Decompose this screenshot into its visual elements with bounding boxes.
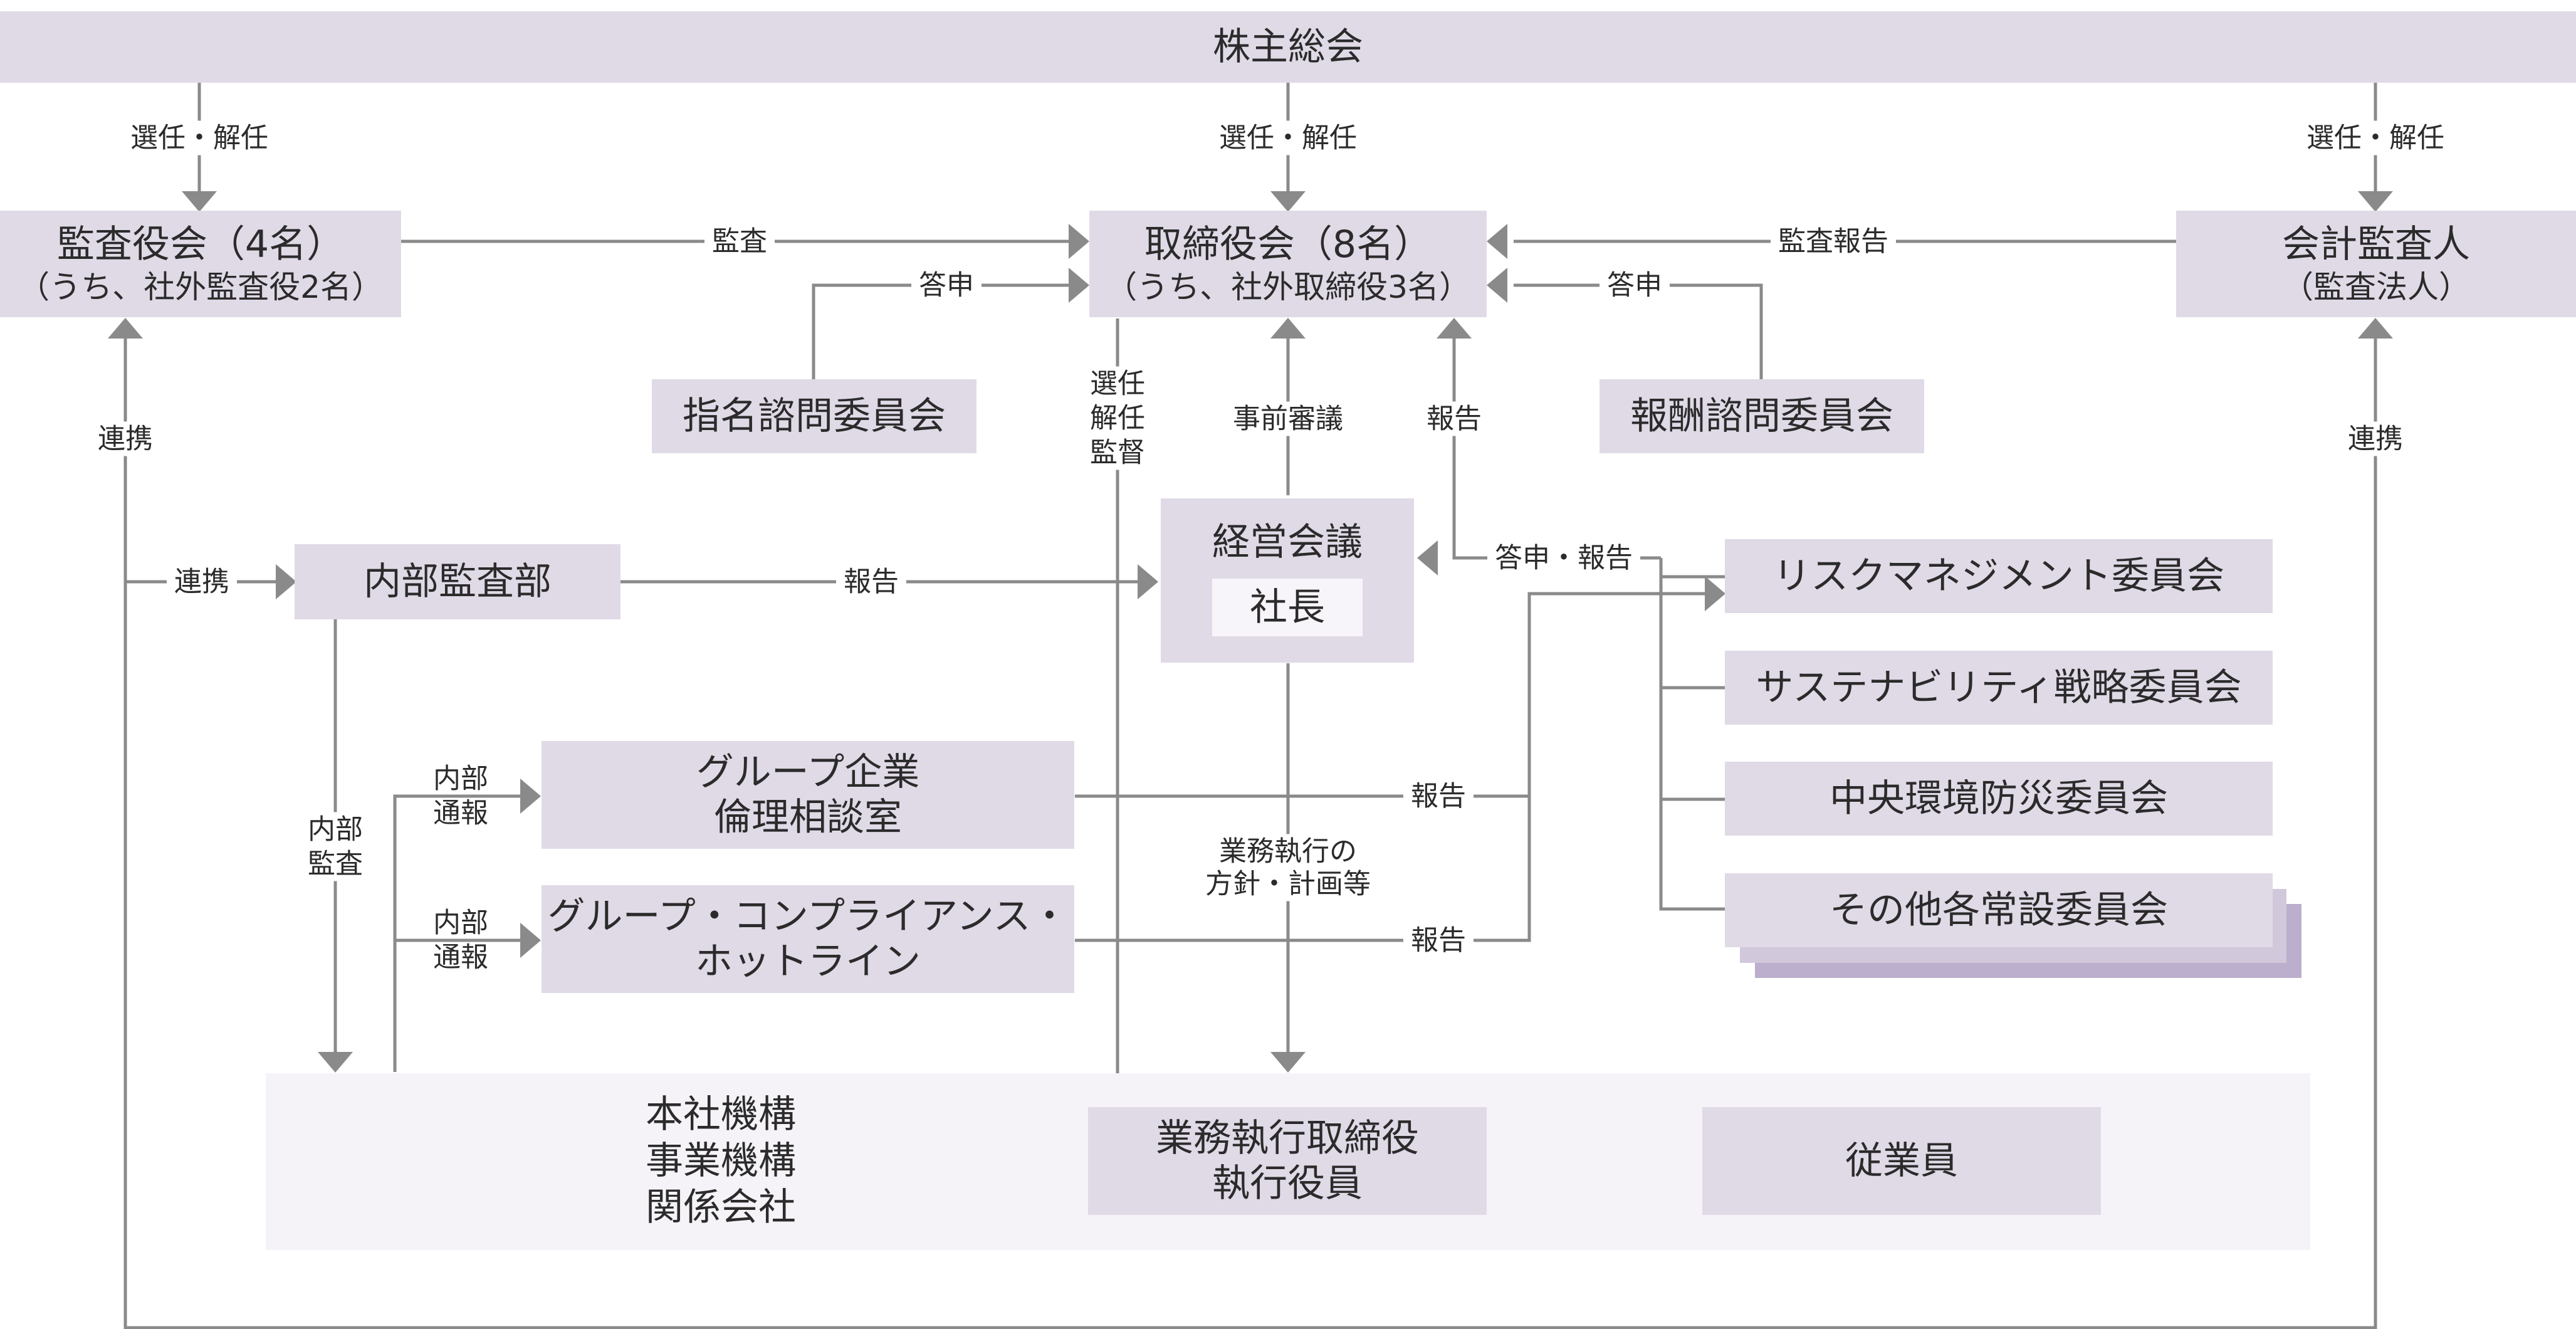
ethics-report-label: 報告 [1403,779,1474,814]
audit-label: 監査 [704,224,775,259]
hotline-report-label: 報告 [1403,923,1474,958]
executive-officers-line-2: 執行役員 [1212,1162,1363,1206]
shareholders-meeting-box: 株主総会 [0,11,2576,83]
executive-officers-box: 業務執行取締役 執行役員 [1088,1107,1487,1215]
internal-audit-label-1: 内部 [304,812,367,847]
accounting-auditor-box: 会計監査人 （監査法人） [2176,211,2576,317]
whistle-label-hotline-1: 内部 [433,906,488,939]
whistle-label-hotline-2: 通報 [433,941,488,974]
remuneration-committee-label: 報酬諮問委員会 [1630,394,1893,438]
audit-board-note: （うち、社外監査役2名） [18,269,383,305]
remuneration-recommend-label: 答申 [1600,268,1670,303]
elect-supervise-label-1: 選任 [1086,366,1149,401]
elect-supervise-label-2: 解任 [1086,401,1149,436]
president-box: 社長 [1212,579,1363,636]
management-meeting-box: 経営会議 社長 [1161,498,1414,663]
audit-board-box: 監査役会（4名） （うち、社外監査役2名） [0,211,401,317]
elect-dismiss-label-left: 選任・解任 [123,120,276,155]
org-business-units: 事業機構 [646,1139,796,1183]
executive-officers-line-1: 業務執行取締役 [1156,1116,1419,1160]
internal-audit-dept-box: 内部監査部 [295,544,620,619]
ethics-office-box: グループ企業 倫理相談室 [542,741,1074,849]
elect-dismiss-label-right: 選任・解任 [2299,120,2452,155]
internal-audit-label-2: 監査 [304,846,367,881]
remuneration-committee-box: 報酬諮問委員会 [1600,379,1924,453]
board-note: （うち、社外取締役3名） [1106,269,1470,305]
compliance-hotline-line-1: グループ・コンプライアンス・ [547,895,1069,938]
employees-label: 従業員 [1845,1139,1958,1183]
whistle-label-ethics-1: 内部 [433,762,488,795]
org-headquarters: 本社機構 [646,1093,796,1137]
board-name: 取締役会（8名） [1144,223,1432,266]
accounting-auditor-name: 会計監査人 [2282,223,2470,266]
accounting-auditor-note: （監査法人） [2282,269,2470,305]
sustainability-committee-label: サステナビリティ戦略委員会 [1756,666,2242,710]
org-affiliates: 関係会社 [646,1185,796,1229]
sustainability-committee-box: サステナビリティ戦略委員会 [1725,651,2273,725]
recommend-report-label: 答申・報告 [1487,540,1640,575]
audit-report-label: 監査報告 [1771,224,1896,259]
compliance-hotline-box: グループ・コンプライアンス・ ホットライン [542,885,1074,993]
ethics-office-line-2: 倫理相談室 [714,796,902,839]
management-meeting-label: 経営会議 [1212,520,1363,564]
nomination-committee-box: 指名諮問委員会 [652,379,976,453]
other-committees-label: その他各常設委員会 [1830,888,2168,932]
audit-board-name: 監査役会（4名） [56,223,345,266]
ethics-office-line-1: グループ企業 [696,750,920,794]
president-label: 社長 [1250,586,1325,629]
internal-audit-report-label: 報告 [836,564,906,599]
cooperation-label-left: 連携 [90,421,160,456]
compliance-hotline-line-2: ホットライン [695,940,921,984]
cooperation-label-audit-dept: 連携 [167,564,237,599]
whistle-label-ethics-2: 通報 [433,797,488,829]
nomination-recommend-label: 答申 [911,268,982,303]
employees-box: 従業員 [1702,1107,2101,1215]
environment-committee-label: 中央環境防災委員会 [1830,777,2168,821]
elect-supervise-label-3: 監督 [1086,435,1149,470]
cooperation-label-right: 連携 [2340,421,2411,456]
committee-report-label: 報告 [1419,401,1489,436]
policy-label-2: 方針・計画等 [1200,866,1376,901]
environment-committee-box: 中央環境防災委員会 [1725,762,2273,836]
prior-review-label: 事前審議 [1225,401,1351,436]
board-of-directors-box: 取締役会（8名） （うち、社外取締役3名） [1089,211,1487,317]
shareholders-meeting-label: 株主総会 [1213,25,1363,69]
other-committees-box: その他各常設委員会 [1725,873,2273,947]
nomination-committee-label: 指名諮問委員会 [683,394,946,438]
policy-label-1: 業務執行の [1214,834,1362,869]
risk-committee-box: リスクマネジメント委員会 [1725,539,2273,613]
internal-audit-dept-label: 内部監査部 [364,560,552,604]
elect-dismiss-label-center: 選任・解任 [1212,120,1364,155]
risk-committee-label: リスクマネジメント委員会 [1773,554,2224,598]
